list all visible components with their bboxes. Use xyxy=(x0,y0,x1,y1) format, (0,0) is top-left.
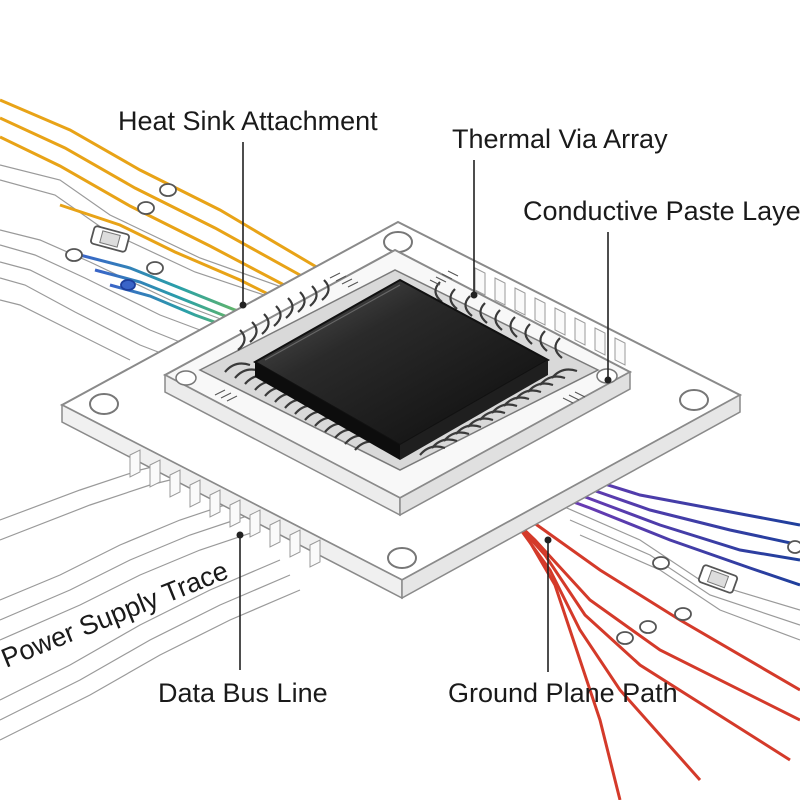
leader-lines xyxy=(239,142,609,672)
right-smd-component xyxy=(697,564,739,594)
background-traces-right xyxy=(559,504,800,641)
label-ground-plane-path: Ground Plane Path xyxy=(448,678,678,708)
left-smd-component xyxy=(90,225,130,253)
edge-pins-lower-left xyxy=(129,449,321,568)
label-heat-sink-attachment: Heat Sink Attachment xyxy=(118,106,378,136)
chip-die xyxy=(252,278,551,460)
power-supply-traces xyxy=(0,98,331,308)
right-trace-pads xyxy=(616,540,800,645)
label-power-supply-trace: Power Supply Trace xyxy=(0,555,232,673)
background-traces-lower-left xyxy=(0,454,301,741)
lead-fingers xyxy=(214,270,586,404)
label-data-bus-line: Data Bus Line xyxy=(158,678,328,708)
mounting-holes xyxy=(89,231,709,569)
leader-dots xyxy=(236,291,612,544)
label-thermal-via-array: Thermal Via Array xyxy=(452,124,668,154)
left-trace-pads xyxy=(65,183,177,291)
label-conductive-paste-layer: Conductive Paste Layer xyxy=(523,196,800,226)
background-traces-upper-left xyxy=(0,164,291,373)
edge-pins-upper-right xyxy=(474,267,626,366)
